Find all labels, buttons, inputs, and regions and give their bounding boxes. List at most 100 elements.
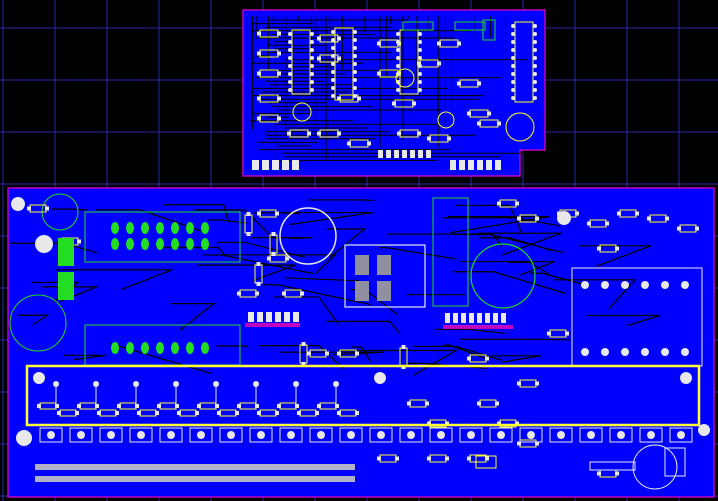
pad <box>515 421 519 426</box>
terminal-pad <box>587 431 595 439</box>
pad <box>277 71 281 76</box>
pad-green <box>201 342 209 354</box>
pad <box>155 411 159 415</box>
pad-green <box>111 342 119 354</box>
connector-pin <box>477 160 483 170</box>
pad <box>337 36 341 41</box>
pad <box>37 404 41 408</box>
terminal-pad <box>77 431 85 439</box>
heatsink-outline <box>84 211 241 263</box>
pad <box>315 411 319 415</box>
capacitor-outline <box>632 444 678 490</box>
terminal-block <box>459 427 483 443</box>
highlight-component <box>402 21 434 31</box>
ic-pin <box>353 86 357 90</box>
ic-pin <box>288 32 292 36</box>
pad <box>275 411 279 415</box>
ic-pin <box>511 24 515 28</box>
connector-pin <box>468 160 474 170</box>
ic-pin <box>511 96 515 100</box>
pad <box>597 471 601 476</box>
pad <box>535 381 539 386</box>
terminal-block <box>369 427 393 443</box>
mounting-hole <box>680 372 692 384</box>
pad <box>257 51 261 56</box>
pad <box>217 411 221 415</box>
terminal-pad <box>257 431 265 439</box>
upper-board[interactable] <box>242 9 546 177</box>
pad <box>235 411 239 415</box>
connector-pin <box>257 312 263 322</box>
relay-pad <box>377 281 391 301</box>
ic-pin <box>310 32 314 36</box>
pad <box>115 411 119 415</box>
pad <box>615 246 619 251</box>
ic-outline <box>514 21 534 103</box>
pad <box>285 256 289 261</box>
ic-pin <box>533 72 537 76</box>
ic-pin <box>533 48 537 52</box>
copper-trace <box>443 344 488 360</box>
main-board[interactable] <box>7 187 715 498</box>
pad-green <box>141 342 149 354</box>
relay-pad <box>355 281 369 301</box>
pad <box>237 404 241 408</box>
pad-green <box>126 222 134 234</box>
pad <box>77 404 81 408</box>
pad <box>485 456 489 461</box>
pad <box>295 404 299 408</box>
ic-pin <box>396 48 400 52</box>
via <box>621 281 629 289</box>
pad <box>257 211 261 216</box>
ic-pin <box>533 32 537 36</box>
pad <box>445 421 449 426</box>
connector-pin <box>292 160 299 170</box>
copper-trace <box>262 284 371 306</box>
pad <box>377 71 381 76</box>
capacitor-outline <box>437 111 455 129</box>
pad-green <box>171 238 179 250</box>
ic-pin <box>331 30 335 34</box>
copper-trace <box>197 264 296 282</box>
pad <box>395 456 399 461</box>
pad <box>457 81 461 86</box>
pad <box>517 381 521 386</box>
copper-trace <box>285 277 360 282</box>
pad <box>301 362 306 366</box>
pad <box>497 121 501 126</box>
copper-trace <box>170 303 216 331</box>
terminal-block <box>279 427 303 443</box>
pad <box>467 356 471 361</box>
terminal-block <box>519 427 543 443</box>
pad <box>647 216 651 221</box>
pad-green <box>126 238 134 250</box>
pad <box>257 71 261 76</box>
terminal-pad <box>287 431 295 439</box>
connector-pin <box>248 312 254 322</box>
copper-trace <box>308 199 375 202</box>
pad <box>117 404 121 408</box>
copper-trace <box>586 314 661 327</box>
pad <box>355 411 359 415</box>
terminal-block <box>399 427 423 443</box>
pad <box>55 404 59 408</box>
terminal-block <box>309 427 333 443</box>
ic-pin <box>418 32 422 36</box>
pad <box>477 121 481 126</box>
ic-pin <box>288 88 292 92</box>
component-outline <box>589 461 636 471</box>
ic-outline <box>291 29 311 95</box>
ic-pin <box>353 30 357 34</box>
terminal-pad <box>47 431 55 439</box>
ic-pin <box>288 40 292 44</box>
pad <box>495 401 499 406</box>
pad-green <box>186 238 194 250</box>
mounting-hole <box>16 430 32 446</box>
upper-board-components <box>249 16 537 170</box>
pad <box>337 96 341 101</box>
ic-pin <box>331 62 335 66</box>
pad <box>677 226 681 231</box>
pad <box>255 291 259 296</box>
pad <box>325 351 329 356</box>
